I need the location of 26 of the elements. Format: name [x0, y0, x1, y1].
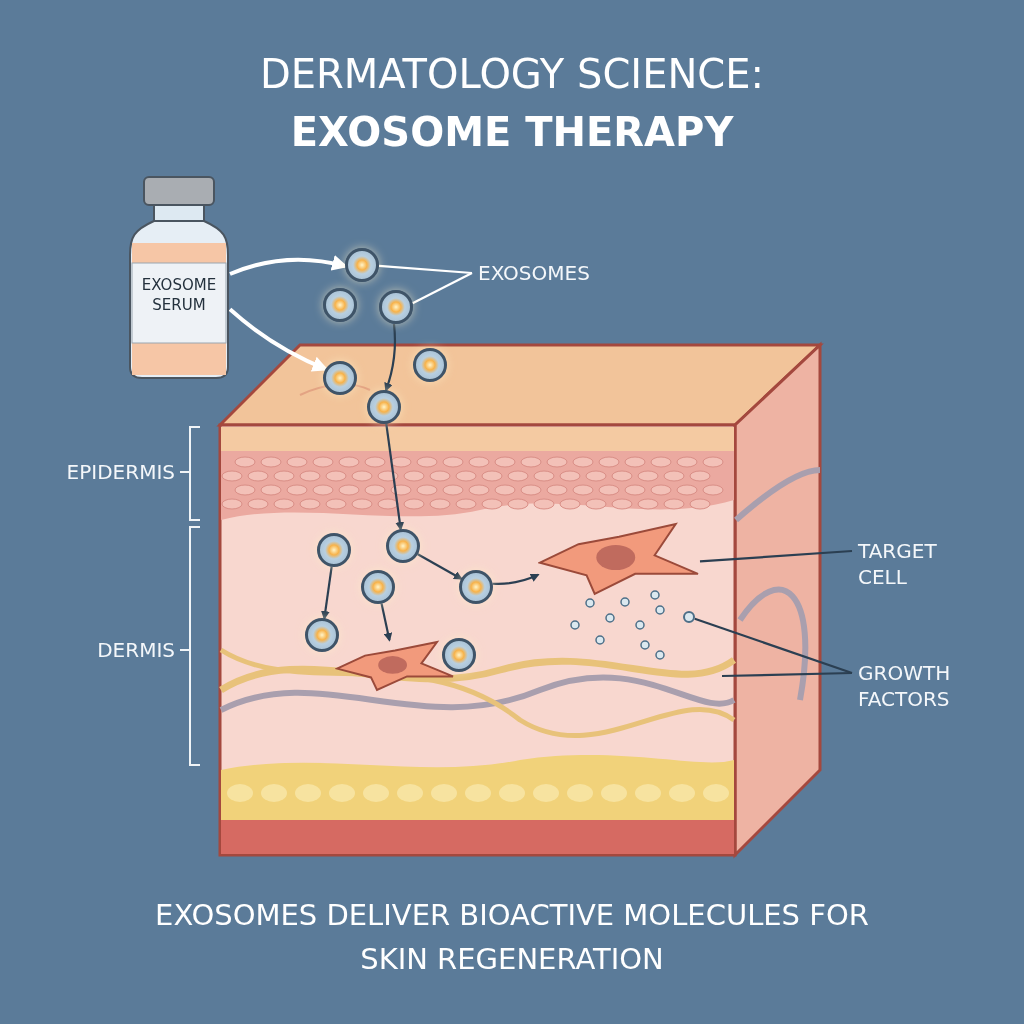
cell-drawing: [335, 640, 455, 692]
callout-label: GROWTH FACTORS: [858, 660, 988, 712]
callout-label: TARGET CELL: [858, 538, 978, 590]
arrow: [321, 566, 333, 620]
leader-line: [412, 272, 473, 305]
arrow: [385, 423, 405, 531]
leader-line: [699, 549, 853, 563]
vial-drawing: [128, 175, 230, 380]
arrow: [228, 307, 329, 372]
leader-line: [378, 264, 473, 275]
exosome-circle: [323, 288, 357, 322]
arrow: [380, 603, 393, 642]
leader-line: [694, 617, 853, 675]
title: DERMATOLOGY SCIENCE: EXOSOME THERAPY: [258, 50, 765, 157]
exosome-circle: [345, 248, 379, 282]
arrow: [417, 553, 463, 580]
vial-label: EXOSOME SERUM: [140, 275, 218, 315]
leader-line: [721, 671, 853, 678]
exosome-circle: [379, 290, 413, 324]
arrow: [384, 323, 397, 392]
cell-drawing: [538, 522, 700, 596]
caption: EXOSOMES DELIVER BIOACTIVE MOLECULES FOR SKIN REGENERATION: [154, 897, 870, 978]
arrow: [492, 573, 540, 585]
layer-label: DERMIS: [96, 637, 175, 663]
layer-label: EPIDERMIS: [65, 459, 175, 485]
callout-label: EXOSOMES: [478, 260, 608, 286]
